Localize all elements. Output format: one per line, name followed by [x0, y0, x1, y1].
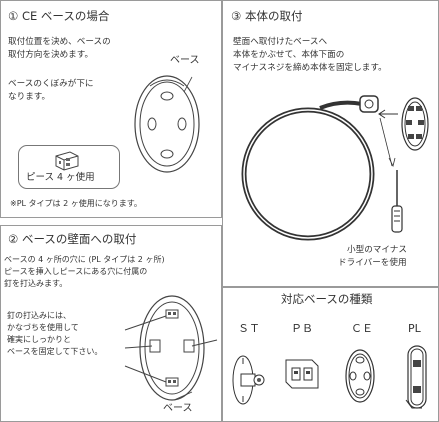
section3-line1: 壁面へ取付けたベースへ	[233, 37, 328, 47]
section1-base-label: ベース	[170, 55, 200, 66]
piece-icon	[55, 151, 79, 171]
section2-line3: 釘を打込みます。	[4, 279, 68, 288]
section1-title: ① CE ベースの場合	[8, 9, 110, 23]
section1-line1: 取付位置を決め、ベースの	[8, 37, 111, 47]
panel-ce-base	[0, 0, 222, 218]
section2-title: ② ベースの壁面への取付	[8, 232, 137, 246]
section2-line2: ピースを挿入しピースにある穴に付属の	[4, 267, 148, 276]
section3-line2: 本体をかぶせて、本体下面の	[233, 50, 345, 60]
piece-box	[18, 145, 120, 189]
section1-note: ※PL タイプは 2 ヶ使用になります。	[10, 199, 142, 208]
section2-nail2: かなづちを使用して	[7, 323, 79, 332]
section4-title: 対応ベースの種類	[281, 292, 373, 306]
driver-note2: ドライバーを使用	[338, 258, 407, 268]
section3-title: ③ 本体の取付	[231, 9, 303, 23]
base-type-pl-icon	[405, 345, 427, 409]
towel-ring-illustration	[241, 95, 429, 241]
ce-base-illustration	[134, 75, 200, 173]
type-label-pl: PL	[408, 322, 421, 335]
section1-line2: 取付方向を決めます。	[8, 50, 94, 60]
type-label-ce: ＣＥ	[351, 322, 373, 335]
section2-nail3: 確実にしっかりと	[7, 335, 71, 344]
section2-nail1: 釘の打込みには、	[7, 311, 71, 320]
section2-line1: ベースの 4 ヶ所の穴に (PL タイプは 2 ヶ所)	[4, 255, 165, 264]
base-type-ce-icon	[345, 349, 375, 403]
type-label-pb: ＰＢ	[291, 322, 313, 335]
section1-hollow1: ベースのくぼみが下に	[8, 79, 94, 89]
base-nail-illustration	[124, 295, 218, 401]
base-type-pb-icon	[285, 359, 319, 389]
driver-note1: 小型のマイナス	[347, 245, 407, 255]
type-label-st: ＳＴ	[238, 322, 260, 335]
piece-label: ピース 4 ヶ使用	[26, 172, 95, 183]
section3-line3: マイナスネジを締め本体を固定します。	[233, 63, 387, 73]
section1-hollow2: なります。	[8, 92, 51, 102]
section2-base-label: ベース	[163, 403, 193, 414]
section2-nail4: ベースを固定して下さい。	[7, 347, 103, 356]
base-type-st-icon	[232, 355, 265, 405]
